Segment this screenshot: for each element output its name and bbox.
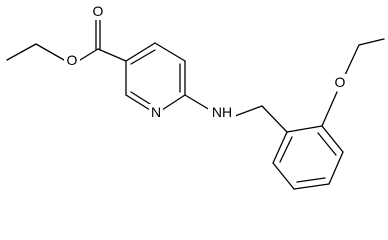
benzene-bond-2	[321, 125, 344, 153]
benzene-bond-4-inner	[296, 177, 326, 183]
bond-ring-methoxy-o	[321, 91, 338, 127]
bond-methoxy-ch3-end	[358, 38, 385, 46]
ring-bond-n-c2	[125, 94, 151, 111]
ring-bond-c3-c4	[125, 42, 156, 62]
benzene-bond-6	[272, 131, 288, 164]
bond-ch2-o	[35, 43, 65, 61]
bond-o-carbonyl-c	[79, 48, 99, 61]
ring-bond-c4-c4-inner	[130, 49, 156, 65]
bond-nh-ch2	[234, 105, 263, 117]
bond-c6-nh	[184, 94, 211, 111]
structure-diagram: O O N NH O	[6, 3, 385, 190]
atom-labels: O O N NH O	[64, 3, 348, 121]
bond-ch2-benzene	[261, 105, 288, 133]
benzene-bond-5	[272, 162, 295, 190]
ring-bond-c6-n	[161, 94, 186, 111]
bond-ch3-ch2	[6, 43, 37, 61]
benzene-bond-2-inner	[317, 132, 337, 156]
atom-label-methoxy-o: O	[335, 74, 346, 90]
bond-lines	[6, 19, 385, 190]
ring-bond-c4-c5	[154, 42, 186, 62]
atom-label-amine-nh: NH	[212, 104, 232, 120]
atom-label-carbonyl-o: O	[93, 3, 104, 19]
benzene-bond-3	[328, 151, 344, 185]
benzene-bond-1	[286, 125, 323, 133]
atom-label-ring-n: N	[151, 104, 161, 120]
bond-carbonyl-ring	[97, 48, 127, 62]
ring-bond-n-c2-inner	[130, 91, 151, 105]
atom-label-ester-o: O	[67, 52, 78, 68]
bond-methoxy-o-ch3	[344, 44, 360, 76]
benzene-bond-6-inner	[279, 136, 293, 163]
benzene-bond-4	[293, 183, 330, 190]
